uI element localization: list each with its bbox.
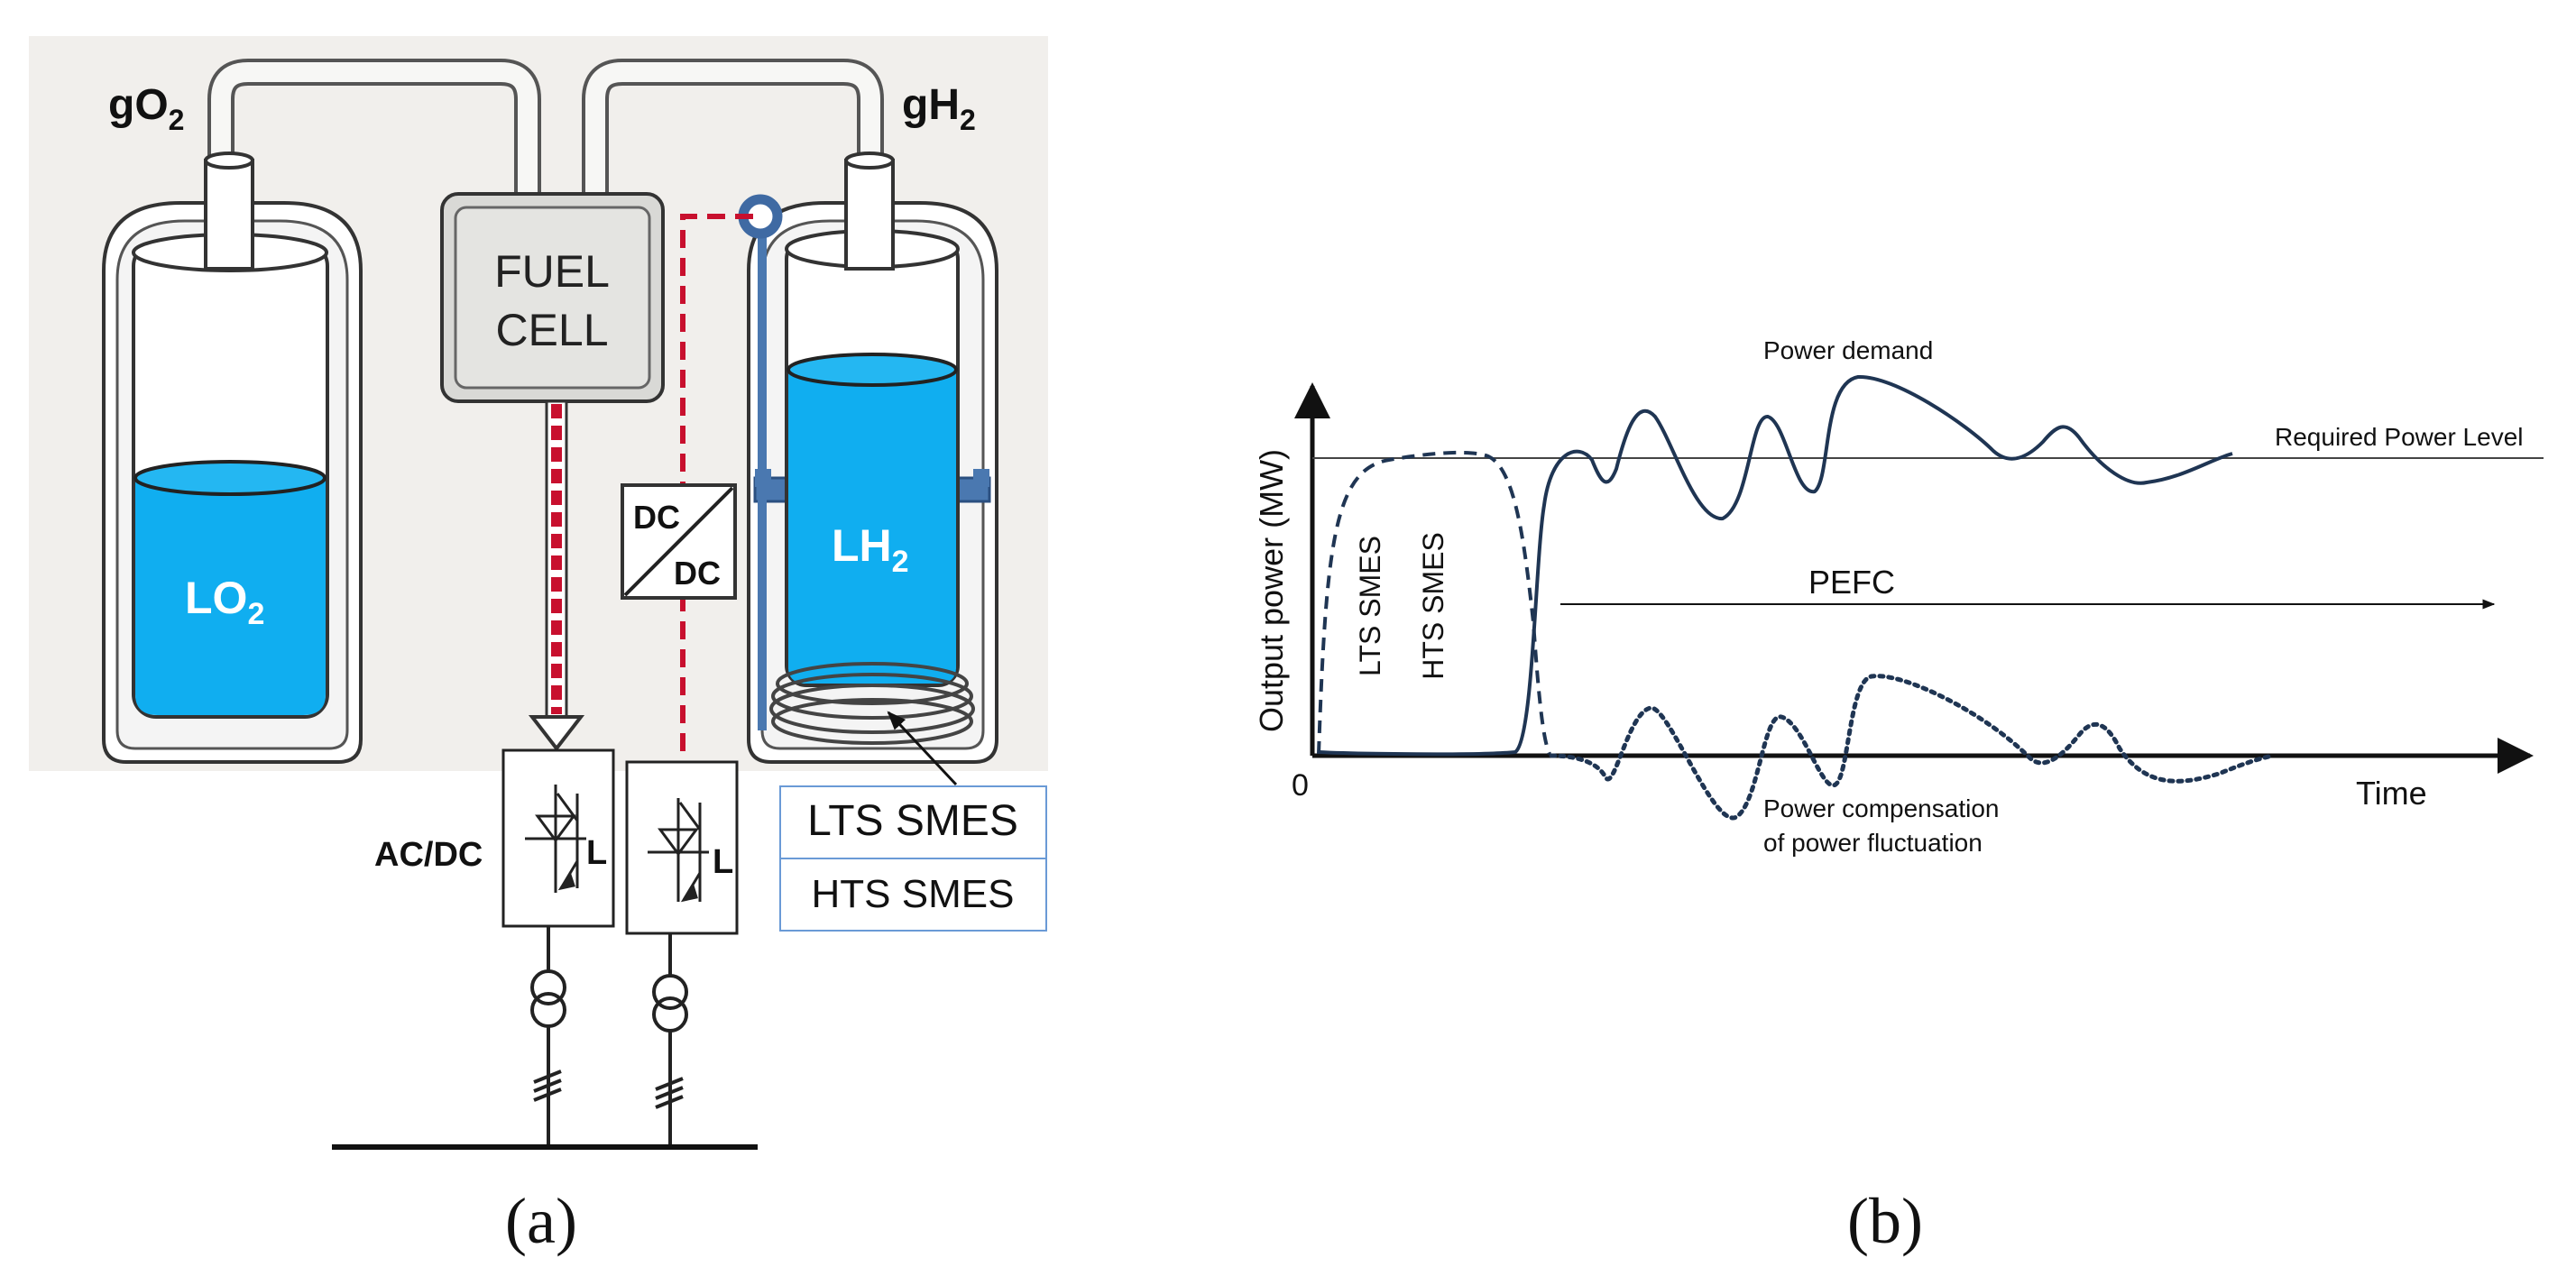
smes-output-curve	[1317, 450, 1551, 755]
lh2-outlet	[844, 159, 895, 271]
dcdc-converter	[621, 483, 737, 600]
fuel-cell-label-line1: FUEL	[494, 246, 610, 297]
acdc-1-inductor-label: L	[586, 834, 607, 872]
acdc-label: AC/DC	[374, 836, 483, 874]
dcdc-label-bottom: DC	[674, 555, 721, 592]
grid-connection-1	[530, 926, 566, 1147]
fuel-cell-label-line2: CELL	[495, 305, 608, 355]
lo2-label: LO2	[185, 573, 264, 631]
hts-smes-box	[779, 858, 1047, 932]
compensation-label-line1: Power compensation	[1763, 794, 1999, 822]
smes-pointer-arrow	[887, 711, 958, 786]
lts-smes-box	[779, 785, 1047, 859]
power-demand-curve	[1318, 374, 2233, 757]
acdc-converter-2	[625, 760, 739, 935]
y-axis-label: Output power (MW)	[1253, 449, 1290, 732]
panel-b-caption: (b)	[1847, 1185, 1923, 1257]
hts-smes-curve-label: HTS SMES	[1417, 532, 1449, 680]
pefc-label: PEFC	[1808, 564, 1895, 601]
lo2-liquid	[135, 478, 326, 715]
power-compensation-curve	[1549, 674, 2276, 821]
lts-smes-box-label: LTS SMES	[807, 797, 1018, 845]
gh2-label: gH2	[902, 81, 976, 136]
pipe-oxygen	[207, 59, 541, 216]
panel-a: FUEL CELL	[29, 36, 1048, 1257]
power-demand-label: Power demand	[1763, 336, 1933, 364]
hts-smes-box-label: HTS SMES	[812, 872, 1015, 916]
grid-connection-2	[652, 933, 688, 1147]
lh2-label: LH2	[832, 520, 909, 579]
x-axis-label: Time	[2356, 775, 2427, 812]
fuel-cell-power-arrow	[528, 399, 585, 752]
lh2-liquid	[788, 370, 956, 684]
acdc-2-inductor-label: L	[713, 843, 733, 881]
smes-coils	[769, 662, 975, 745]
lo2-tank	[102, 151, 363, 764]
compensation-label-line2: of power fluctuation	[1763, 829, 1983, 857]
go2-label: gO2	[108, 81, 184, 136]
pipe-hydrogen	[582, 59, 884, 216]
required-power-level-label: Required Power Level	[2275, 423, 2524, 451]
panel-b: Output power (MW) Time 0 Power demand Re…	[1253, 336, 2544, 1257]
lh2-tank	[747, 151, 998, 764]
lts-smes-curve-label: LTS SMES	[1354, 536, 1386, 676]
origin-label: 0	[1292, 768, 1309, 803]
panel-a-caption: (a)	[505, 1185, 577, 1257]
acdc-converter-1	[501, 748, 615, 928]
lo2-outlet	[204, 159, 254, 271]
fuel-cell-box	[440, 192, 665, 403]
dcdc-label-top: DC	[633, 499, 680, 536]
